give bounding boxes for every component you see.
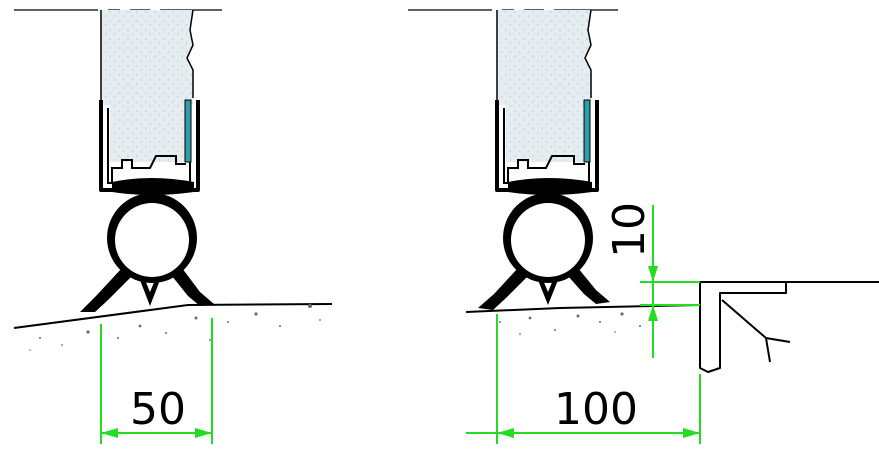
right-dim-arrow-left xyxy=(497,428,514,438)
height-dim-arrow-top xyxy=(648,266,658,282)
left-leg-right xyxy=(172,268,214,306)
left-bulb-inner xyxy=(115,203,189,277)
left-leg-left xyxy=(80,268,132,312)
right-door-edge-right xyxy=(584,9,592,98)
height-dim-arrow-bottom xyxy=(648,305,658,321)
left-dim-arrow-right xyxy=(195,428,212,438)
right-inner-clip xyxy=(507,155,585,182)
right-door-glass xyxy=(497,10,591,162)
right-floor-texture xyxy=(499,312,641,335)
right-seal-assembly: 100 10 xyxy=(408,9,879,444)
right-leg-left xyxy=(478,268,528,310)
left-door-glass xyxy=(101,10,193,162)
left-leg-center xyxy=(140,280,160,306)
right-leg-right xyxy=(568,268,610,304)
left-flat-gasket xyxy=(112,178,194,195)
right-floor-line xyxy=(465,304,701,313)
right-bulb-inner xyxy=(511,203,585,277)
left-door-edge-right xyxy=(186,9,194,98)
right-dim-label: 100 xyxy=(554,384,638,435)
height-dim-label: 10 xyxy=(604,202,655,258)
left-inner-clip xyxy=(111,155,186,182)
right-leg-center xyxy=(538,280,558,305)
left-dim-arrow-left xyxy=(101,428,118,438)
left-seal-assembly: 50 xyxy=(13,9,333,444)
threshold-angle-profile xyxy=(699,281,787,373)
left-floor-line xyxy=(13,303,333,329)
left-dim-label: 50 xyxy=(130,384,186,435)
right-dim-arrow-right xyxy=(683,428,700,438)
threshold-anchor xyxy=(721,299,791,363)
right-flat-gasket xyxy=(508,178,592,195)
right-seal-strip xyxy=(583,99,591,163)
left-seal-strip xyxy=(184,99,192,163)
left-floor-texture xyxy=(29,304,321,351)
